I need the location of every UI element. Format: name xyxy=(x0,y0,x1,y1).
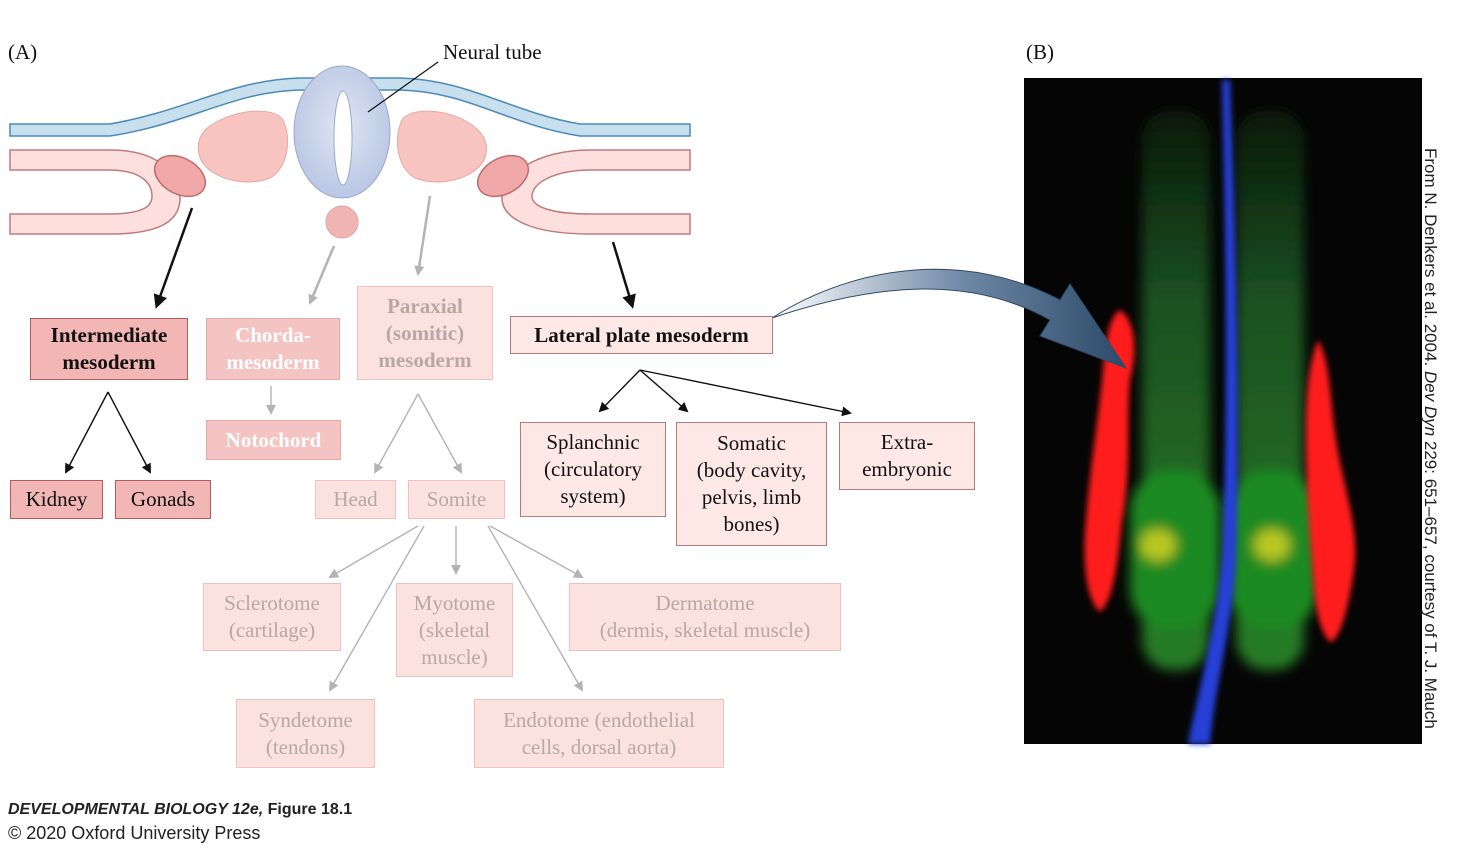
myotome-line3: muscle) xyxy=(421,644,488,669)
panel-a-label: (A) xyxy=(8,40,38,64)
lateral-plate-mesoderm-box: Lateral plate mesoderm xyxy=(510,316,773,354)
intermediate-mesoderm-line1: Intermediate xyxy=(50,323,168,347)
myotome-box: Myotome (skeletal muscle) xyxy=(396,583,513,677)
curved-arrow-to-micrograph xyxy=(771,268,1128,370)
syndetome-line2: (tendons) xyxy=(265,734,346,759)
intermediate-mesoderm-right xyxy=(476,154,530,198)
figure-number: Figure 18.1 xyxy=(263,801,353,818)
extraembryonic-line2: embryonic xyxy=(862,457,952,481)
splanchnic-box: Splanchnic (circulatory system) xyxy=(520,422,666,517)
myotome-line1: Myotome xyxy=(413,590,496,615)
paraxial-line2: (somitic) xyxy=(385,320,465,345)
source-prefix: From N. Denkers et al. 2004. xyxy=(1421,148,1440,371)
somatic-line2: (body cavity, xyxy=(696,458,807,482)
neural-tube-leader xyxy=(367,61,439,113)
syndetome-line1: Syndetome xyxy=(258,707,353,732)
sclerotome-line1: Sclerotome xyxy=(224,591,320,615)
intermediate-mesoderm-line2: mesoderm xyxy=(62,350,156,374)
splanchnic-line3: system) xyxy=(560,484,626,508)
dermatome-box: Dermatome (dermis, skeletal muscle) xyxy=(569,583,841,651)
myotome-line2: (skeletal xyxy=(418,617,491,642)
splanchnic-line2: (circulatory xyxy=(544,457,642,481)
book-title: DEVELOPMENTAL BIOLOGY 12e, xyxy=(8,801,264,818)
dermatome-line1: Dermatome xyxy=(655,591,755,615)
chordamesoderm-line2: mesoderm xyxy=(226,350,320,374)
fluorescence-micrograph xyxy=(1024,78,1422,744)
sclerotome-line2: (cartilage) xyxy=(228,618,316,642)
somatic-line1: Somatic xyxy=(717,431,786,455)
endotome-line1: Endotome (endothelial xyxy=(503,707,695,732)
paraxial-line1: Paraxial xyxy=(387,293,463,318)
image-source-credit: From N. Denkers et al. 2004. Dev Dyn 229… xyxy=(1420,148,1440,729)
kidney-box: Kidney xyxy=(10,480,103,519)
endotome-line2: cells, dorsal aorta) xyxy=(521,734,677,759)
intermediate-mesoderm-box: Intermediate mesoderm xyxy=(30,318,188,380)
source-suffix: 229: 651–657, courtesy of T. J. Mauch xyxy=(1421,436,1440,729)
somite-box: Somite xyxy=(408,480,505,519)
somite-left xyxy=(197,110,289,183)
intermediate-mesoderm-left xyxy=(153,154,207,198)
extraembryonic-line1: Extra- xyxy=(880,430,934,454)
chordamesoderm-box: Chorda- mesoderm xyxy=(206,318,340,380)
somite-right xyxy=(396,110,487,183)
syndetome-box: Syndetome (tendons) xyxy=(236,699,375,768)
sclerotome-box: Sclerotome (cartilage) xyxy=(203,583,341,651)
source-journal: Dev Dyn xyxy=(1421,370,1440,437)
dermatome-line2: (dermis, skeletal muscle) xyxy=(599,618,811,642)
lateral-plate-right xyxy=(501,149,691,235)
extraembryonic-box: Extra- embryonic xyxy=(839,422,975,490)
somatic-line3: pelvis, limb xyxy=(701,485,802,509)
somatic-line4: bones) xyxy=(723,512,780,536)
neural-tube-lumen xyxy=(333,90,353,186)
neural-tube-label: Neural tube xyxy=(443,40,542,64)
somatic-box: Somatic (body cavity, pelvis, limb bones… xyxy=(676,422,827,546)
paraxial-mesoderm-box: Paraxial (somitic) mesoderm xyxy=(357,286,493,380)
notochord-circle xyxy=(325,205,359,239)
copyright: © 2020 Oxford University Press xyxy=(8,823,261,843)
chordamesoderm-line1: Chorda- xyxy=(235,323,311,347)
lateral-plate-left xyxy=(9,149,181,235)
head-box: Head xyxy=(315,480,396,519)
paraxial-line3: mesoderm xyxy=(378,347,472,372)
panel-b-label: (B) xyxy=(1026,40,1054,64)
notochord-box: Notochord xyxy=(206,420,341,460)
figure-credit: DEVELOPMENTAL BIOLOGY 12e, Figure 18.1 xyxy=(8,801,352,819)
endotome-box: Endotome (endothelial cells, dorsal aort… xyxy=(474,699,724,768)
splanchnic-line1: Splanchnic xyxy=(546,430,640,454)
gonads-box: Gonads xyxy=(115,480,211,519)
